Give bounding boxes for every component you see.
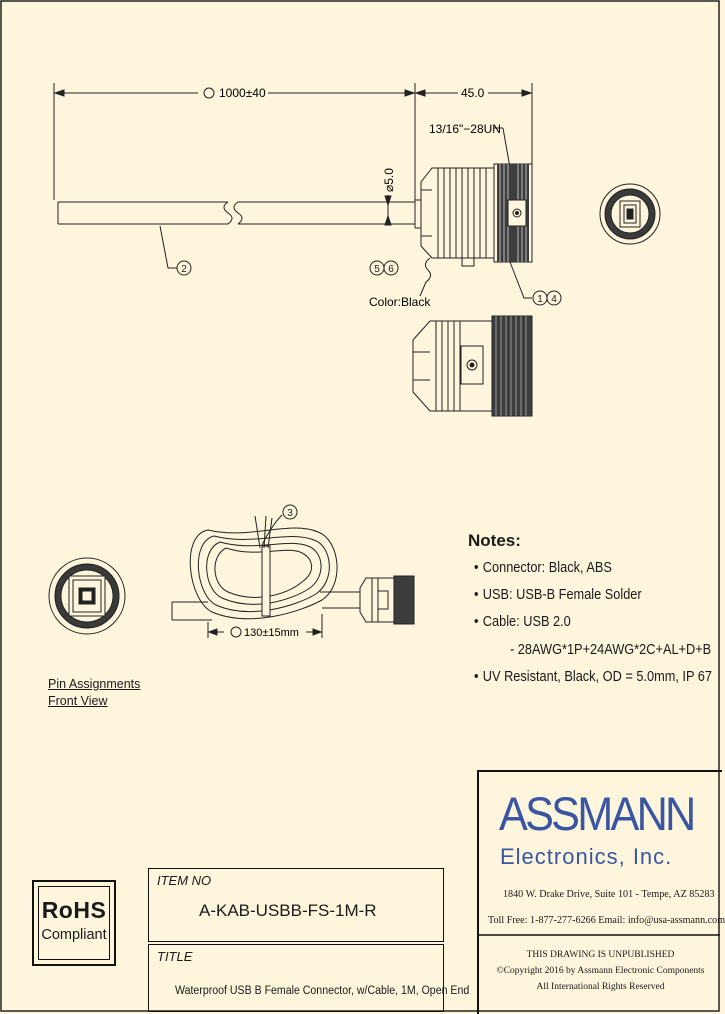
cable-side-view xyxy=(57,199,421,229)
note-uv: •UV Resistant, Black, OD = 5.0mm, IP 67 xyxy=(474,669,712,685)
balloon-2-label: 2 xyxy=(181,264,187,275)
coil-dimension xyxy=(207,614,323,638)
notes-title: Notes: xyxy=(468,531,521,550)
title-value: Waterproof USB B Female Connector, w/Cab… xyxy=(175,985,470,997)
front-view-connector xyxy=(599,183,661,245)
balloon-4-label: 4 xyxy=(551,294,557,305)
od-dimension xyxy=(384,195,392,226)
coil-dim: 130±15mm xyxy=(244,627,299,639)
company-contact: Toll Free: 1-877-277-6266 Email: info@us… xyxy=(488,914,725,926)
color-leader xyxy=(419,257,432,297)
coiled-connector xyxy=(359,575,415,625)
unpublished-notice: THIS DRAWING IS UNPUBLISHED xyxy=(526,950,675,960)
company-block: ASSMANN Electronics, Inc. 1840 W. Drake … xyxy=(477,770,725,1014)
balloon-5-label: 5 xyxy=(374,264,380,275)
rohs-title: RoHS xyxy=(41,897,107,923)
balloon-group xyxy=(159,225,562,546)
item-no-label: ITEM NO xyxy=(157,873,212,888)
balloon-6-label: 6 xyxy=(388,264,394,275)
pin-assignment-view xyxy=(48,557,126,635)
title-block: TITLE Waterproof USB B Female Connector,… xyxy=(148,944,469,1012)
coiled-cable-view xyxy=(171,515,360,621)
connector-thread xyxy=(493,163,533,263)
company-logo: ASSMANN xyxy=(499,787,696,840)
item-no-value: A-KAB-USBB-FS-1M-R xyxy=(199,901,377,920)
note-cable-spec: - 28AWG*1P+24AWG*2C+AL+D+B xyxy=(510,642,712,658)
note-cable: •Cable: USB 2.0 xyxy=(474,614,571,630)
color-callout: Color:Black xyxy=(369,295,431,309)
connector-length-dim: 45.0 xyxy=(461,86,485,100)
rohs-subtitle: Compliant xyxy=(41,927,107,943)
thread-leader xyxy=(494,127,511,169)
cable-length-dim: 1000±40 xyxy=(219,86,266,100)
company-address: 1840 W. Drake Drive, Suite 101 - Tempe, … xyxy=(503,888,715,900)
pin-assignments-label: Pin Assignments xyxy=(48,677,141,691)
company-logo-sub: Electronics, Inc. xyxy=(500,844,673,869)
dimension-cable-length xyxy=(53,83,416,200)
balloon-4 xyxy=(546,290,562,306)
connector-boot xyxy=(420,167,495,267)
copyright-icon: © xyxy=(496,966,504,976)
rights-notice: All International Rights Reserved xyxy=(536,982,665,992)
rohs-badge: RoHS Compliant xyxy=(32,880,116,966)
note-usb: •USB: USB-B Female Solder xyxy=(474,587,642,603)
balloon-2 xyxy=(176,260,192,276)
copyright-notice: ©Copyright 2016 by Assmann Electronic Co… xyxy=(496,966,705,976)
connector-side-view-2 xyxy=(412,315,533,417)
item-no-block: ITEM NO A-KAB-USBB-FS-1M-R xyxy=(148,868,444,942)
note-connector: •Connector: Black, ABS xyxy=(474,560,612,576)
title-label: TITLE xyxy=(157,949,193,964)
cable-od-dim: ⌀5.0 xyxy=(382,168,396,192)
balloon-3 xyxy=(282,504,298,520)
balloon-3-label: 3 xyxy=(287,508,293,519)
balloon-6 xyxy=(383,260,399,276)
front-view-label: Front View xyxy=(48,694,108,708)
thread-spec: 13/16"−28UN xyxy=(429,122,501,136)
balloon-1-label: 1 xyxy=(537,294,543,305)
